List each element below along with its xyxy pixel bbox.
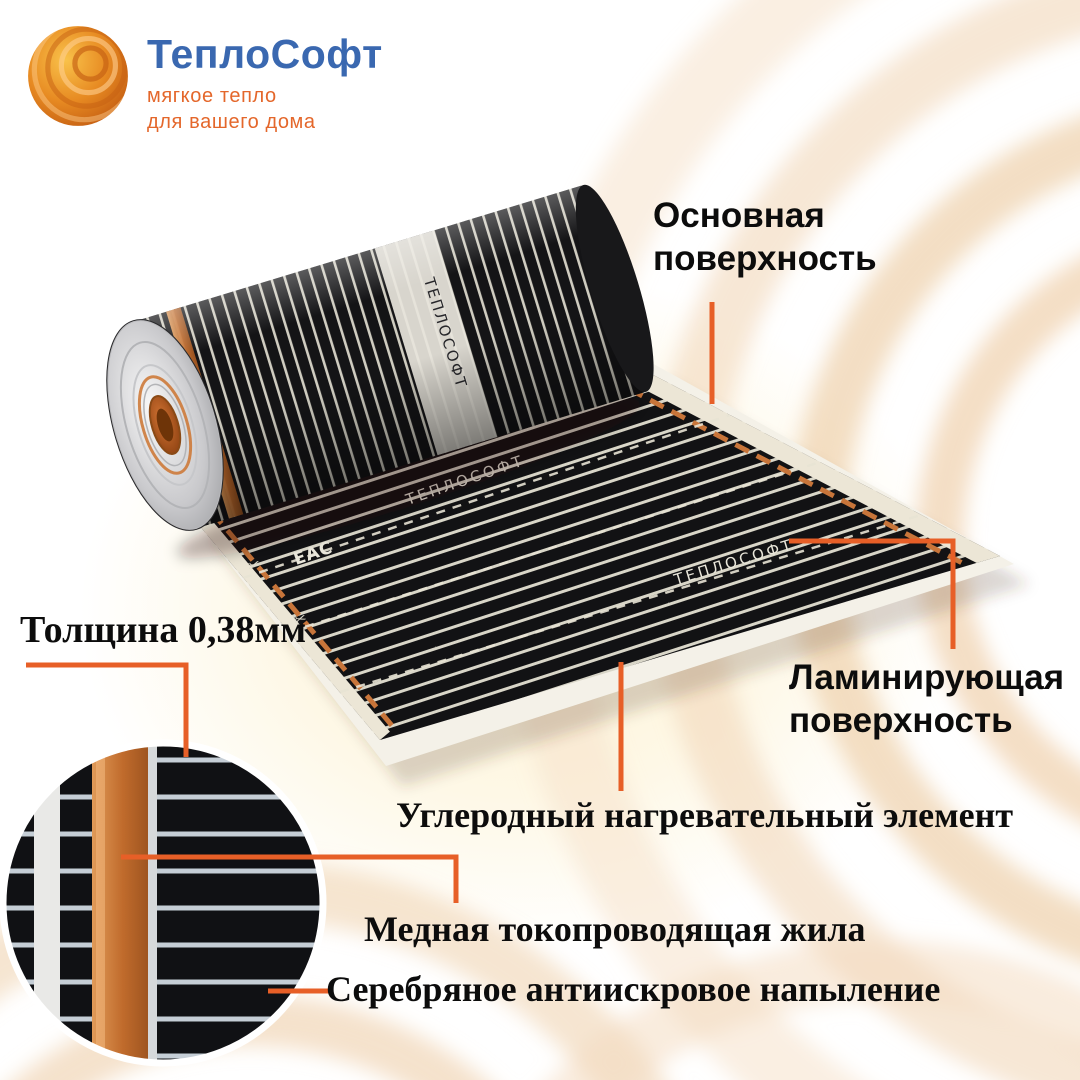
label-main-surface-line1: Основная [653, 196, 825, 235]
logo-swirl-icon [28, 26, 128, 126]
product-photo: ✂ ✂ ТЕПЛОСОФТ ТЕПЛОСОФТ ЕАС ТЕПЛОСОФТ [106, 184, 1030, 786]
brand-name: ТеплоСофт [147, 31, 383, 77]
roll-end-spiral [119, 340, 211, 510]
label-laminating-surface-line1: Ламинирующая [789, 658, 1065, 697]
thickness-callout-line [26, 662, 189, 757]
logo-text-block: ТеплоСофт мягкое тепло для вашего дома [147, 24, 383, 136]
label-silver-coating: Серебряное антиискровое напыление [326, 969, 941, 1009]
label-carbon-element: Углеродный нагревательный элемент [396, 795, 1014, 835]
film-cut-lines [242, 413, 922, 694]
label-laminating-surface: Ламинирующая поверхность [789, 656, 1064, 743]
scissors-mark-icon: ✂ [245, 555, 263, 576]
roll-core-hole [156, 408, 174, 442]
roll-body-shading [125, 185, 647, 531]
inset-silver-band [148, 743, 157, 1063]
brand-logo: ТеплоСофт мягкое тепло для вашего дома [26, 24, 383, 136]
callout-lines [26, 302, 956, 994]
laminating-surface-callout-line [789, 538, 956, 649]
scissors-mark-icon: ✂ [291, 609, 309, 630]
label-copper-conductor: Медная токопроводящая жила [364, 909, 866, 949]
label-main-surface-line2: поверхность [653, 239, 877, 279]
brand-tagline-line2: для вашего дома [147, 111, 316, 134]
film-roll: ТЕПЛОСОФТ [106, 184, 654, 531]
label-laminating-surface-line2: поверхность [789, 701, 1013, 741]
roll-right-end [575, 184, 654, 392]
label-main-surface: Основная поверхность [653, 194, 877, 281]
film-far-copper-busbar [627, 386, 991, 580]
brand-tagline: мягкое тепло для вашего дома [147, 83, 383, 136]
copper-conductor-callout-line [121, 854, 459, 903]
inset-copper-highlight [96, 743, 105, 1063]
film-far-edge-margin [632, 368, 1000, 572]
label-thickness: Толщина 0,38мм [20, 609, 307, 651]
roll-cast-shadow [176, 398, 644, 558]
brand-tagline-line1: мягкое тепло [147, 85, 277, 107]
inset-circle-border [0, 739, 327, 1067]
